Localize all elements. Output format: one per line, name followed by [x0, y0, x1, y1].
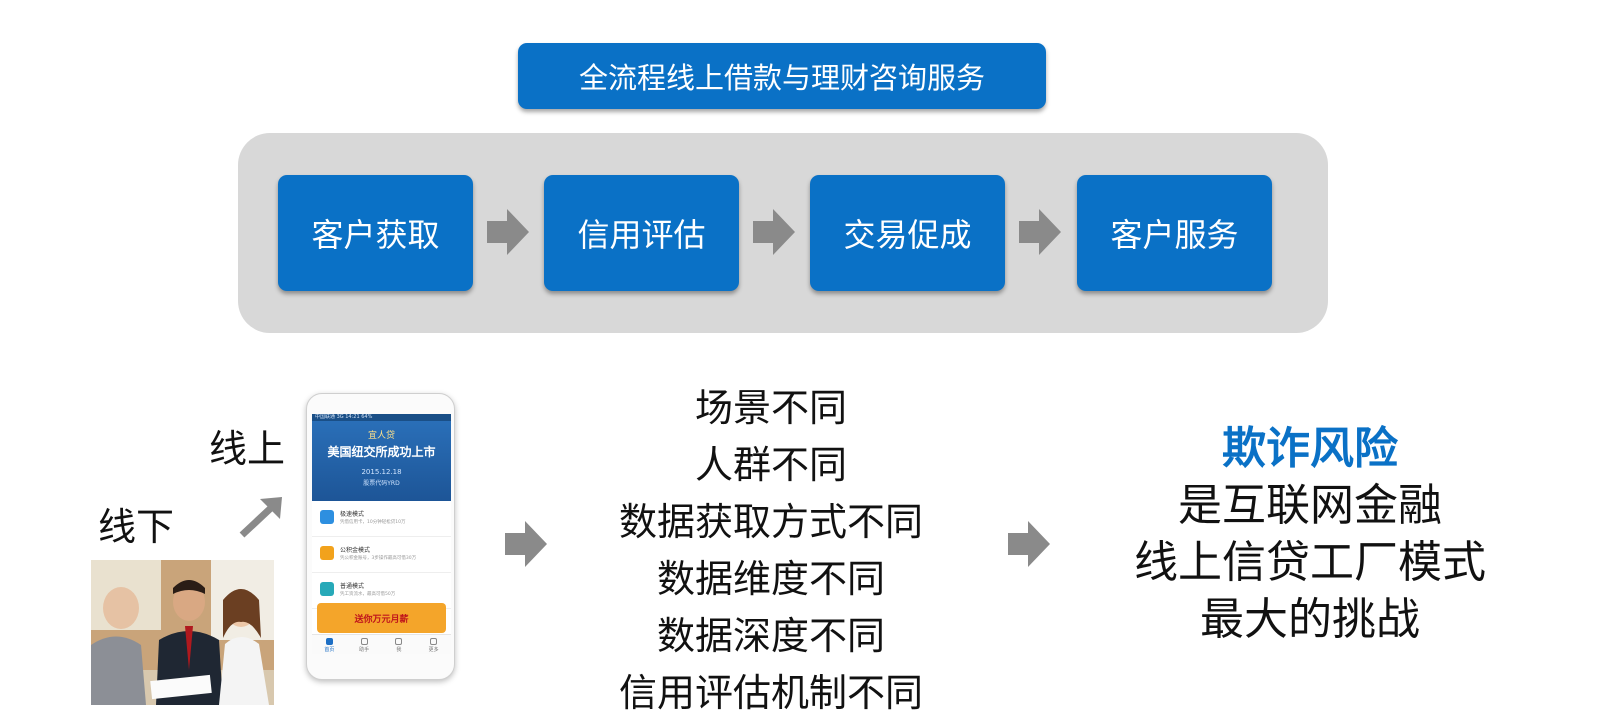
- conclusion-line: 最大的挑战: [1200, 594, 1420, 645]
- lightning-icon: [320, 510, 334, 524]
- conclusion-block: 欺诈风险 是互联网金融 线上信贷工厂模式 最大的挑战: [1100, 420, 1520, 648]
- house-icon: [320, 546, 334, 560]
- mode-title: 普通模式: [340, 583, 365, 590]
- step-credit-assessment: 信用评估: [544, 175, 739, 291]
- difference-item: 数据维度不同: [656, 557, 885, 601]
- app-mode-row: 极速模式 凭借信用卡，10分钟轻松贷10万: [312, 501, 451, 537]
- difference-item: 信用评估机制不同: [618, 671, 923, 715]
- user-icon: [395, 638, 403, 645]
- hero-brand: 宜人贷: [367, 431, 395, 441]
- fraud-risk-title: 欺诈风险: [1222, 423, 1398, 474]
- differences-list: 场景不同 人群不同 数据获取方式不同 数据维度不同 数据深度不同 信用评估机制不…: [586, 380, 956, 721]
- hero-date: 2015.12.18: [361, 468, 402, 476]
- hero-title: 美国纽交所成功上市: [327, 445, 436, 459]
- difference-item: 场景不同: [694, 386, 847, 430]
- mobile-app-mockup: 中国联通 3G 14:21 64% 宜人贷 美国纽交所成功上市 2015.12.…: [306, 393, 455, 680]
- flow-arrow-icon: [753, 209, 795, 255]
- home-icon: [325, 638, 333, 645]
- phone-screen: 中国联通 3G 14:21 64% 宜人贷 美国纽交所成功上市 2015.12.…: [312, 414, 451, 654]
- flow-arrow-icon: [487, 209, 529, 255]
- app-tab-bar: 首页 助手 我 更多: [312, 634, 451, 654]
- hero-stock-code: 股票代码YRD: [363, 480, 400, 487]
- arrow-to-conclusion-icon: [1008, 521, 1050, 567]
- app-mode-row: 公积金模式 凭公积金账号，3步操作最高可借30万: [312, 537, 451, 573]
- offline-meeting-photo: [91, 560, 274, 705]
- flow-arrow-icon: [1019, 209, 1061, 255]
- difference-item: 数据获取方式不同: [618, 500, 923, 544]
- mode-subtitle: 凭工资流水，最高可借50万: [340, 592, 396, 597]
- difference-item: 人群不同: [694, 443, 847, 487]
- mode-subtitle: 凭借信用卡，10分钟轻松贷10万: [340, 520, 406, 525]
- tab-more: 更多: [419, 638, 449, 653]
- step-transaction-facilitation: 交易促成: [810, 175, 1005, 291]
- conclusion-line: 是互联网金融: [1178, 480, 1442, 531]
- step-customer-service: 客户服务: [1077, 175, 1272, 291]
- offline-to-online-arrow-icon: [239, 497, 282, 538]
- app-hero-banner: 宜人贷 美国纽交所成功上市 2015.12.18 股票代码YRD: [312, 421, 451, 501]
- mode-subtitle: 凭公积金账号，3步操作最高可借30万: [340, 556, 417, 561]
- online-label: 线上: [209, 427, 286, 471]
- thumbs-up-icon: [360, 638, 368, 645]
- phone-status-bar: 中国联通 3G 14:21 64%: [312, 414, 451, 421]
- app-promo-banner: 送你万元月薪: [317, 603, 446, 633]
- more-icon: [430, 638, 438, 645]
- service-banner: 全流程线上借款与理财咨询服务: [518, 43, 1046, 109]
- tab-me: 我: [384, 638, 414, 653]
- mode-title: 极速模式: [340, 511, 365, 518]
- difference-item: 数据深度不同: [656, 614, 885, 658]
- arrow-to-differences-icon: [505, 521, 547, 567]
- mode-title: 公积金模式: [340, 547, 371, 554]
- conclusion-line: 线上信贷工厂模式: [1134, 537, 1486, 588]
- document-icon: [320, 582, 334, 596]
- tab-home: 首页: [314, 638, 344, 653]
- step-customer-acquisition: 客户获取: [278, 175, 473, 291]
- offline-label: 线下: [98, 505, 175, 549]
- tab-assistant: 助手: [349, 638, 379, 653]
